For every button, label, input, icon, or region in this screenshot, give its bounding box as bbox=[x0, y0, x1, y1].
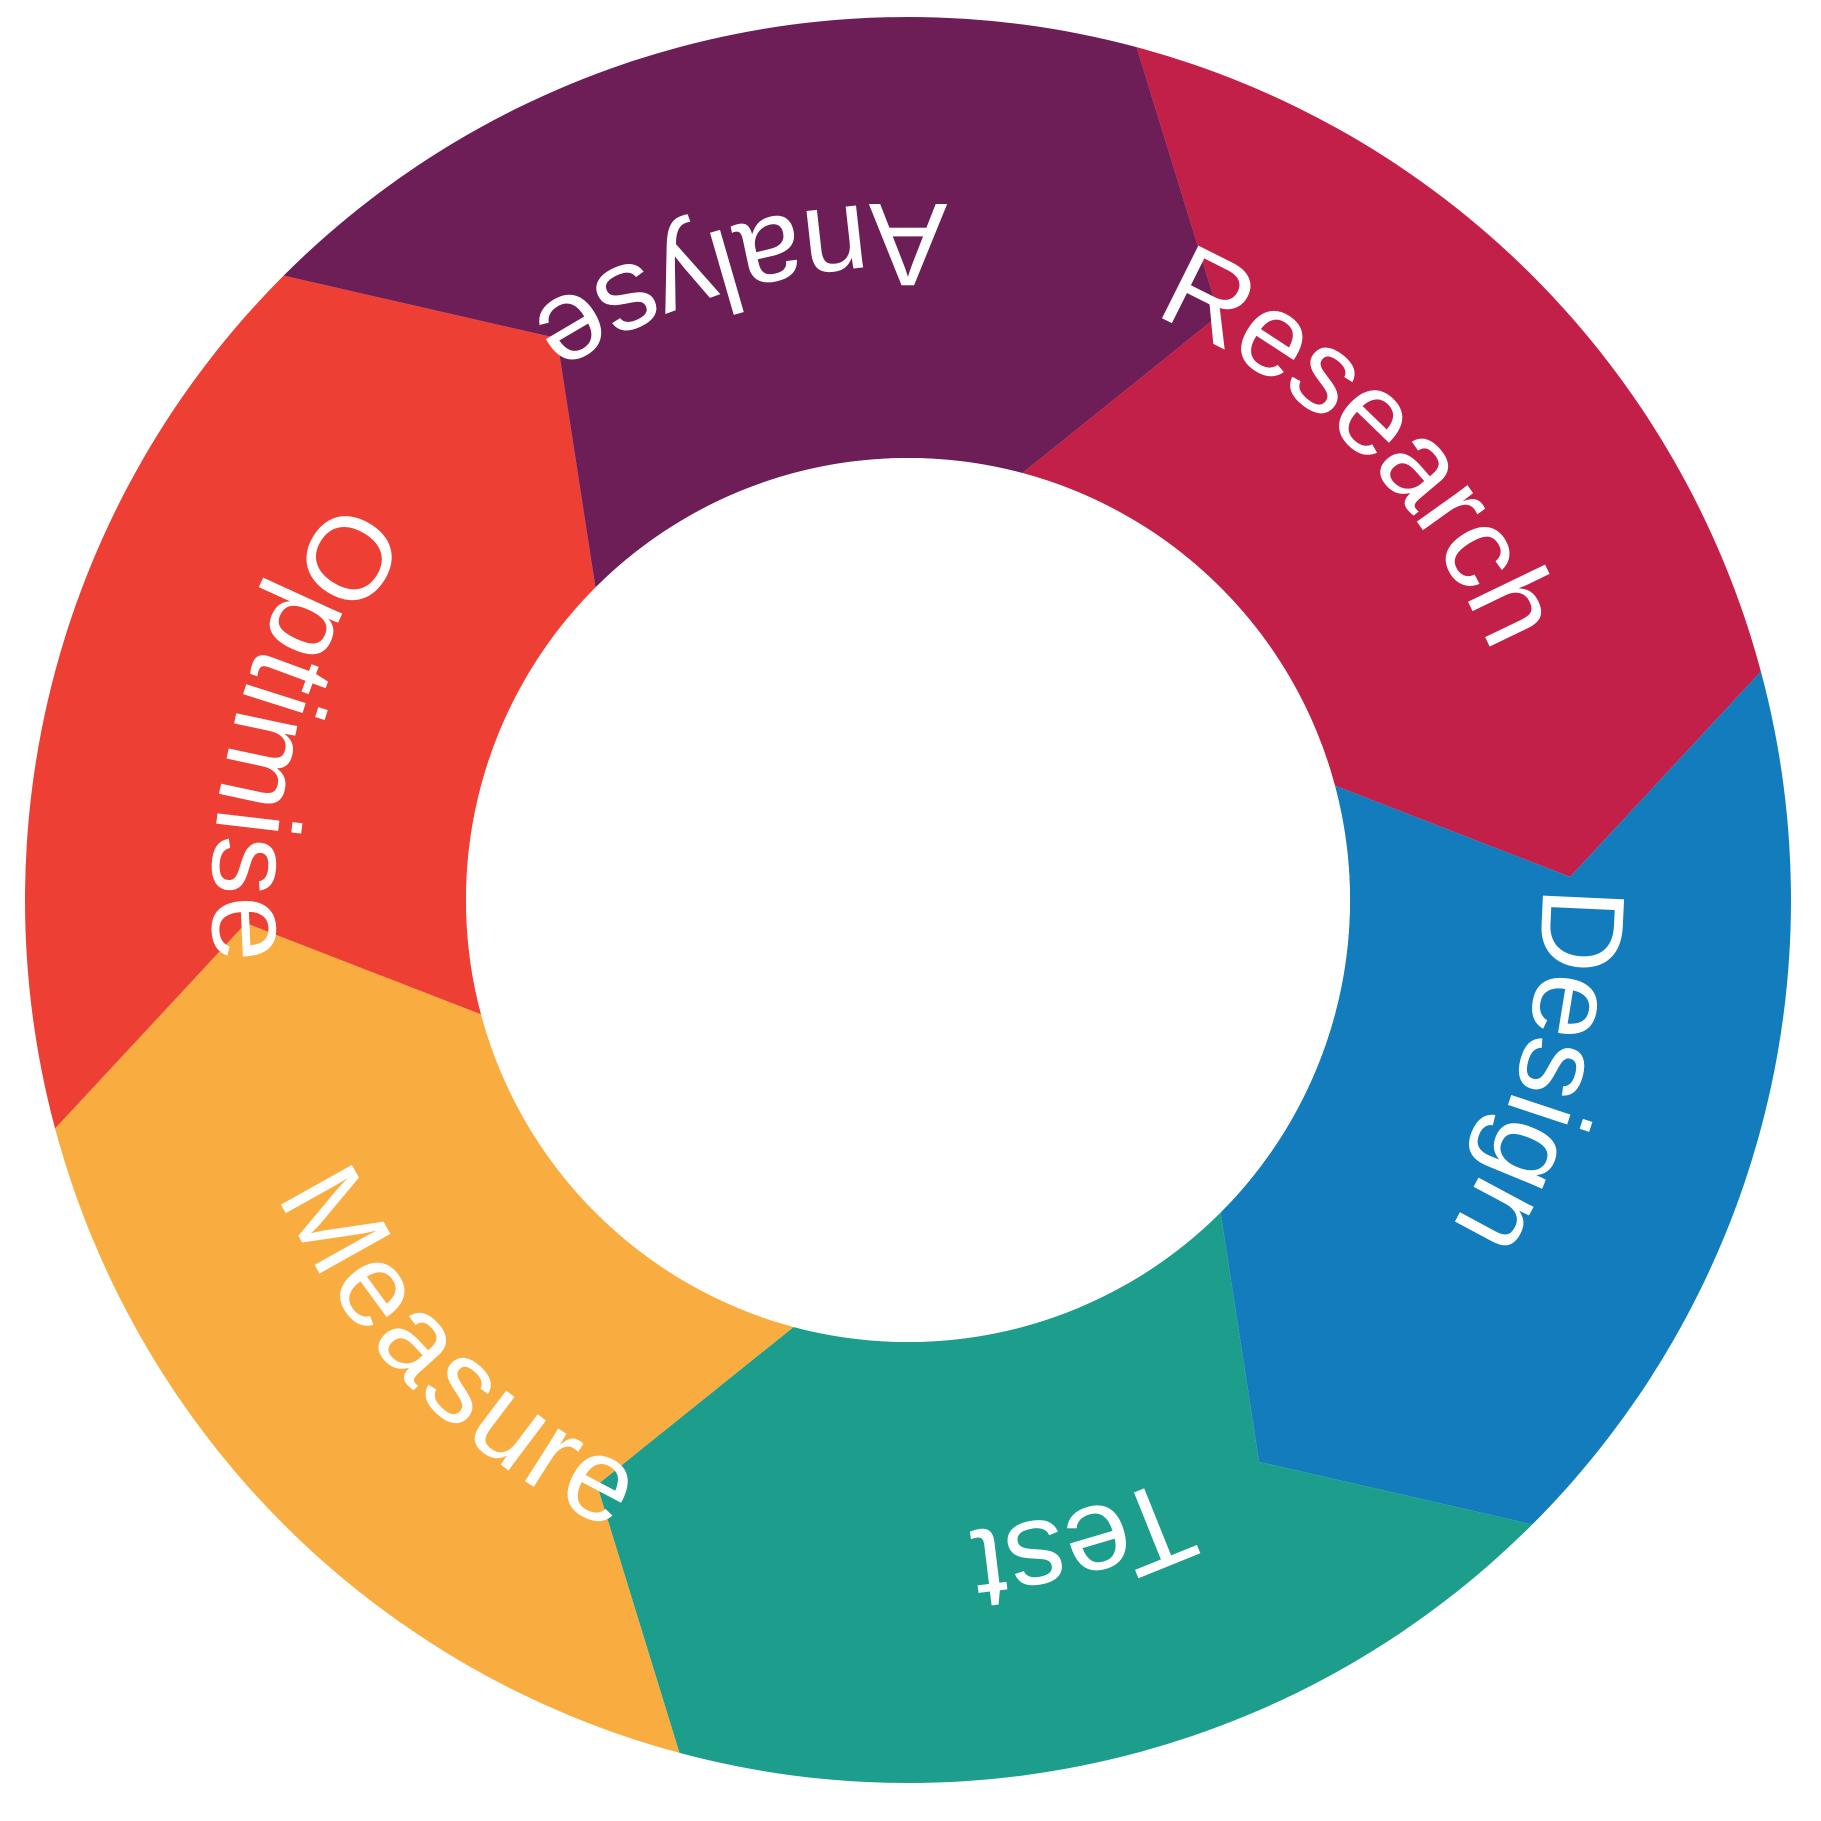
segments-group bbox=[24, 16, 1792, 1784]
segment-measure[interactable] bbox=[55, 923, 794, 1753]
segment-optimise[interactable] bbox=[24, 275, 596, 1129]
wheel-hub bbox=[466, 458, 1350, 1342]
segment-research[interactable] bbox=[1022, 47, 1761, 877]
segment-test[interactable] bbox=[596, 1212, 1533, 1784]
segment-analyse[interactable] bbox=[283, 16, 1220, 588]
segment-design[interactable] bbox=[1220, 671, 1792, 1525]
